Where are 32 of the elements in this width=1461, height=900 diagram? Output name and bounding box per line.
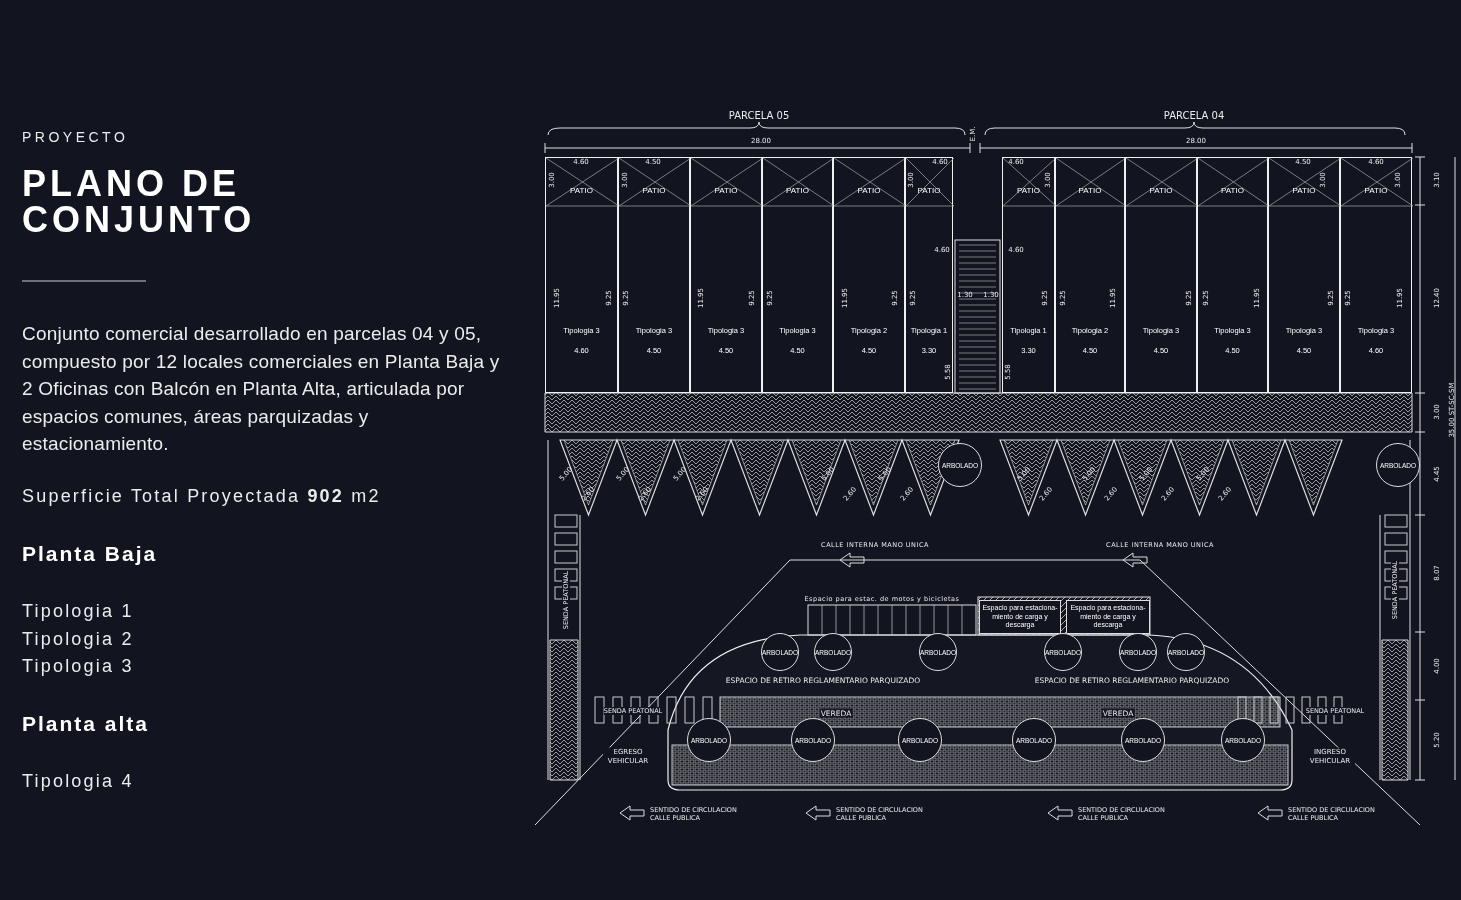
section-label: PROYECTO xyxy=(22,129,129,145)
shop-unit xyxy=(833,157,905,393)
page-title: PLANO DE CONJUNTO xyxy=(22,166,257,238)
shop-unit xyxy=(762,157,833,393)
shop-unit xyxy=(1197,157,1268,393)
parcel-title: PARCELA 05 xyxy=(728,109,790,121)
room-label: PATIO xyxy=(1220,186,1245,195)
list-item: Tipologia 4 xyxy=(22,771,134,792)
shop-unit xyxy=(1125,157,1197,393)
tree-circle xyxy=(938,443,982,487)
room-label: PATIO xyxy=(1077,186,1103,195)
list-item: Tipologia 1 xyxy=(22,601,134,622)
room-label: PATIO xyxy=(856,186,882,195)
room-label: PATIO xyxy=(713,186,739,195)
shop-unit xyxy=(545,157,618,393)
tree-circle xyxy=(1376,443,1420,487)
description-text: Conjunto comercial desarrollado en parcelas 04 y 05, compuesto por 12 locales comerciales en Planta Baja y 2 Oficinas con Balcón en Planta Alta, articulada por espacios comunes, áreas parquizadas y estacionamiento. xyxy=(22,322,501,457)
shop-unit xyxy=(905,157,953,393)
shop-unit xyxy=(618,157,690,393)
shop-unit xyxy=(1055,157,1125,393)
parcel-title: PARCELA 04 xyxy=(1163,109,1225,121)
shop-unit xyxy=(1002,157,1055,393)
section-heading: Planta alta xyxy=(22,712,150,736)
shop-unit xyxy=(1268,157,1340,393)
section-heading: Planta Baja xyxy=(22,542,158,566)
room-label: PATIO xyxy=(1148,186,1174,195)
list-item: Tipologia 3 xyxy=(22,656,134,677)
room-label: PATIO xyxy=(785,186,810,195)
list-item: Tipologia 2 xyxy=(22,629,134,650)
area-text: Superficie Total Proyectada 902 m2 xyxy=(22,486,381,507)
shop-unit xyxy=(1340,157,1412,393)
shop-unit xyxy=(690,157,762,393)
